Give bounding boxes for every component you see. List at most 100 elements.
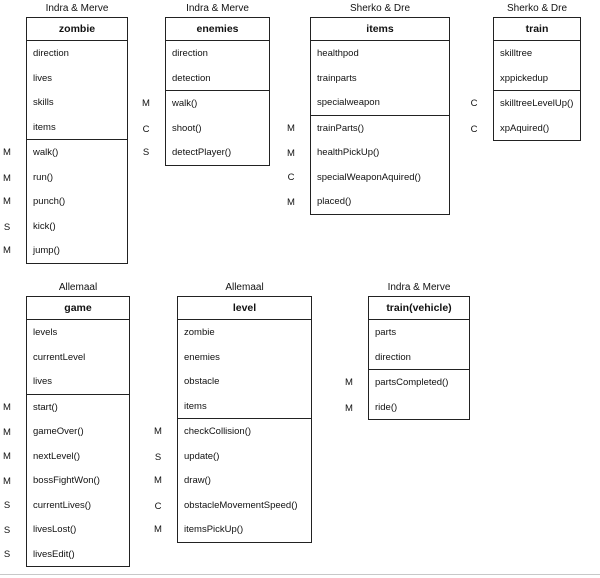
attribute-row: trainparts: [311, 66, 449, 91]
method-label: obstacleMovementSpeed(): [184, 499, 298, 511]
method-label: nextLevel(): [33, 450, 80, 462]
priority-marker: S: [3, 548, 11, 560]
method-label: livesLost(): [33, 524, 77, 535]
priority-marker: S: [142, 147, 150, 158]
attribute-label: currentLevel: [33, 351, 86, 363]
attribute-row: lives: [27, 66, 127, 91]
attribute-label: xppickedup: [500, 72, 549, 84]
method-label: detectPlayer(): [172, 147, 232, 158]
class-owner-label: Sherko & Dre: [349, 3, 411, 14]
attribute-label: healthpod: [317, 48, 359, 59]
attribute-row: lives: [27, 369, 129, 394]
priority-marker: M: [154, 475, 162, 486]
priority-marker: C: [142, 123, 150, 135]
attribute-label: skills: [33, 97, 54, 108]
attribute-label: zombie: [184, 327, 215, 338]
attribute-label: skilltree: [500, 48, 533, 59]
class-owner-label: Sherko & Dre: [506, 3, 568, 14]
attribute-label: direction: [375, 351, 411, 363]
attribute-row: healthpod: [311, 41, 449, 66]
method-label: trainParts(): [317, 122, 364, 134]
priority-marker: M: [345, 402, 353, 414]
attribute-row: levels: [27, 320, 129, 345]
attribute-row: items: [27, 115, 127, 140]
method-label: draw(): [184, 475, 211, 486]
priority-marker: M: [3, 172, 11, 184]
method-label: walk(): [172, 98, 198, 109]
method-label: skilltreeLevelUp(): [500, 98, 574, 109]
priority-marker: M: [287, 197, 295, 208]
attributes-section: parts direction: [369, 320, 469, 370]
priority-marker: S: [3, 499, 11, 511]
method-label: itemsPickUp(): [184, 524, 244, 535]
method-label: bossFightWon(): [33, 475, 100, 486]
method-label: partsCompleted(): [375, 377, 449, 388]
attribute-label: enemies: [184, 351, 220, 363]
attribute-row: xppickedup: [494, 66, 580, 91]
method-label: placed(): [317, 196, 352, 207]
attribute-label: levels: [33, 327, 58, 338]
method-label: currentLives(): [33, 499, 92, 511]
attribute-row: enemies: [178, 345, 311, 370]
attribute-row: direction: [166, 41, 269, 66]
priority-marker: M: [3, 196, 11, 207]
method-label: update(): [184, 450, 220, 462]
priority-marker: S: [3, 525, 11, 536]
priority-marker: M: [3, 450, 11, 462]
method-label: shoot(): [172, 122, 202, 134]
method-label: run(): [33, 171, 54, 183]
method-label: xpAquired(): [500, 122, 550, 134]
class-name: game: [27, 297, 129, 320]
method-label: kick(): [33, 220, 56, 232]
attribute-row: specialweapon: [311, 90, 449, 115]
method-label: specialWeaponAquired(): [317, 171, 421, 183]
method-label: ride(): [375, 401, 398, 413]
priority-marker: M: [287, 122, 295, 134]
priority-marker: M: [154, 524, 162, 535]
class-name: enemies: [166, 18, 269, 41]
priority-marker: M: [142, 98, 150, 109]
priority-marker: C: [154, 500, 162, 512]
class-owner-label: Indra & Merve: [186, 3, 249, 14]
attribute-row: skilltree: [494, 41, 580, 66]
attribute-label: items: [184, 400, 207, 412]
attribute-row: direction: [369, 345, 469, 370]
method-label: healthPickUp(): [317, 147, 380, 158]
attribute-label: items: [33, 121, 56, 133]
method-label: start(): [33, 401, 58, 413]
class-name: level: [178, 297, 311, 320]
attribute-label: parts: [375, 327, 397, 338]
attribute-row: parts: [369, 320, 469, 345]
method-label: gameOver(): [33, 426, 84, 437]
priority-marker: M: [3, 245, 11, 256]
method-label: livesEdit(): [33, 548, 75, 560]
method-label: walk(): [33, 147, 59, 158]
